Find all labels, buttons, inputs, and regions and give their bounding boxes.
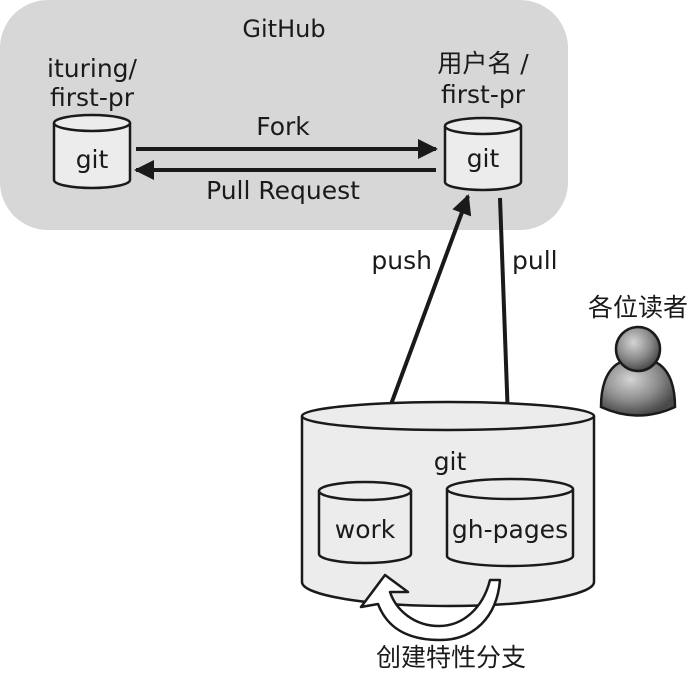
fork-arrow: Fork [136,112,438,159]
gh-pages-branch-cylinder-icon [445,477,575,568]
origin-git-label: git [76,145,109,174]
fork-repo-label-line2: first-pr [441,80,526,109]
create-branch-curved-arrow-icon [359,573,502,642]
local-repo-label: git [434,447,467,476]
local-repo: git work gh-pages 创建特性分支 [300,400,596,672]
gh-pages-branch: gh-pages [445,477,575,568]
push-arrow-label: push [371,246,432,275]
origin-repo: ituring/ first-pr git [47,54,138,190]
fork-git-cylinder-icon [443,116,523,192]
fork-arrow-label: Fork [256,112,310,141]
origin-repo-label-line2: first-pr [50,83,135,112]
github-title: GitHub [242,15,325,43]
person-icon [599,325,677,417]
create-branch-label: 创建特性分支 [376,643,526,672]
gh-pages-branch-label: gh-pages [452,515,568,544]
origin-git-cylinder-icon [52,113,132,190]
work-branch: work [317,480,413,565]
pull-request-arrow: Pull Request [134,160,436,205]
work-branch-label: work [335,515,396,544]
origin-repo-label-line1: ituring/ [47,54,138,83]
fork-repo-label-line1: 用户名 / [437,49,529,78]
fork-git-label: git [467,144,500,173]
fork-repo: 用户名 / first-pr git [437,49,529,192]
reader: 各位读者 [588,293,688,417]
work-branch-cylinder-icon [317,480,413,565]
pull-arrow-label: pull [512,246,558,275]
reader-label: 各位读者 [588,293,688,322]
pull-request-arrow-label: Pull Request [206,176,360,205]
